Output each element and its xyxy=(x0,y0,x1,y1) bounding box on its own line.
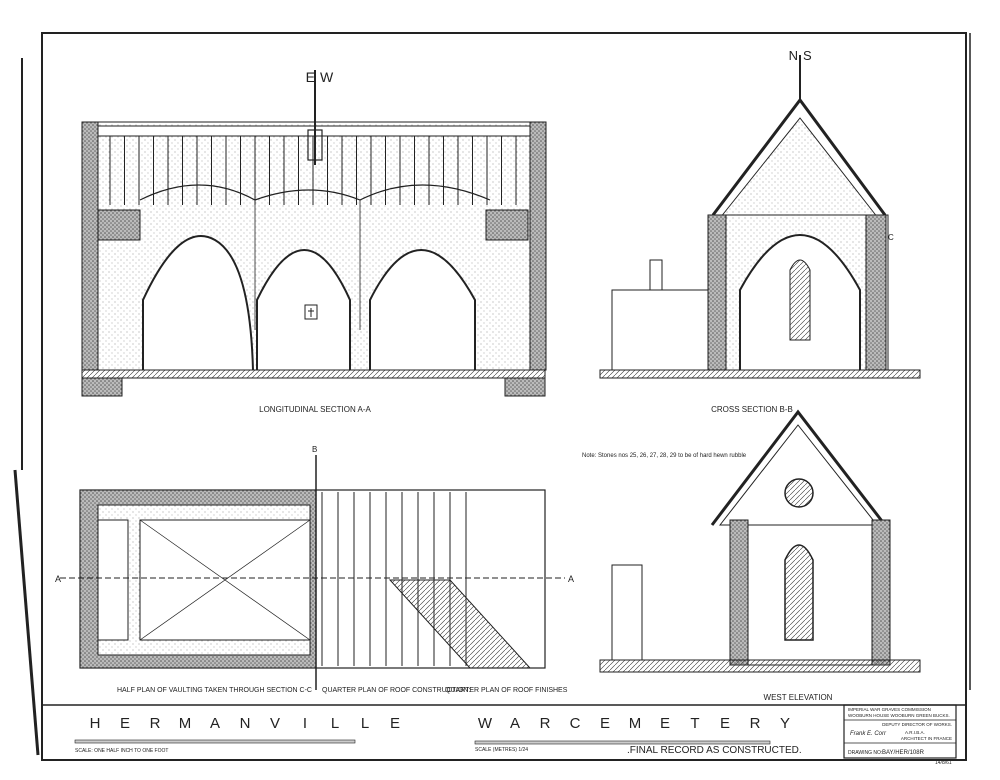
title-letter: R xyxy=(750,715,761,732)
title-letter: A xyxy=(210,715,220,732)
compass-north: N xyxy=(789,48,798,63)
cross-section-label: CROSS SECTION B-B xyxy=(711,405,793,414)
compass-west: W xyxy=(320,69,334,85)
longitudinal-section xyxy=(81,70,547,397)
architect-title: ARCHITECT IN FRANCE xyxy=(901,736,952,741)
commission-name: IMPERIAL WAR GRAVES COMMISSION xyxy=(848,707,931,712)
vaulting-plan-label: HALF PLAN OF VAULTING TAKEN THROUGH SECT… xyxy=(117,687,312,694)
longitudinal-section-label: LONGITUDINAL SECTION A-A xyxy=(259,405,371,414)
compass-east: E xyxy=(306,69,315,85)
section-mark-a-right: A xyxy=(568,574,574,584)
west-elevation xyxy=(599,409,921,673)
title-letter: E xyxy=(660,715,670,732)
scale-left-label: SCALE: ONE HALF INCH TO ONE FOOT xyxy=(75,748,168,754)
architect-qualification: A.R.I.B.A. xyxy=(905,730,925,735)
title-letter: E xyxy=(720,715,730,732)
architect-signature: Frank E. Corr xyxy=(850,731,887,737)
deputy-director: DEPUTY DIRECTOR OF WORKS. xyxy=(882,722,952,727)
title-letter: M xyxy=(629,715,642,732)
title-letter: L xyxy=(331,715,339,732)
scale-right-label: SCALE (METRES) 1/24 xyxy=(475,747,528,753)
title-letter: W xyxy=(478,715,493,732)
title-letter: N xyxy=(240,715,251,732)
title-letter: C xyxy=(570,715,581,732)
section-mark-b: B xyxy=(312,445,317,454)
west-elevation-label: WEST ELEVATION xyxy=(764,693,833,702)
title-letter: A xyxy=(510,715,520,732)
title-letter: E xyxy=(600,715,610,732)
drawing-number: BAY/HER/108R xyxy=(882,750,925,756)
title-letter: I xyxy=(303,715,307,732)
title-letter: V xyxy=(270,715,280,732)
section-mark-a-left: A xyxy=(55,574,61,584)
section-mark-c: C xyxy=(888,233,894,242)
stones-note: Note: Stones nos 25, 26, 27, 28, 29 to b… xyxy=(582,453,747,459)
title-letter: L xyxy=(361,715,369,732)
final-record-status: .FINAL RECORD AS CONSTRUCTED. xyxy=(627,745,802,756)
drawing-date: 14/8/61 xyxy=(935,760,952,766)
title-letter: R xyxy=(540,715,551,732)
title-letter: Y xyxy=(780,715,790,732)
title-letter: M xyxy=(179,715,192,732)
title-letter: E xyxy=(390,715,400,732)
sheet-frame xyxy=(13,32,971,761)
title-block xyxy=(843,704,957,759)
drawing-number-label: DRAWING NO: xyxy=(848,750,882,756)
compass-south: S xyxy=(803,48,812,63)
commission-address: WOOBURN HOUSE WOOBURN GREEN BUCKS. xyxy=(848,713,950,718)
title-letter: E xyxy=(120,715,130,732)
scale-bar-left xyxy=(74,739,356,744)
roof-construction-label: QUARTER PLAN OF ROOF CONSTRUCTION: xyxy=(322,687,470,694)
title-letter: T xyxy=(690,715,699,732)
scale-bar-right xyxy=(474,740,771,745)
cross-section xyxy=(599,55,921,379)
roof-and-vault-plans xyxy=(60,455,565,690)
roof-finishes-label: QUARTER PLAN OF ROOF FINISHES xyxy=(445,687,568,694)
title-letter: R xyxy=(150,715,161,732)
title-letter: H xyxy=(90,715,101,732)
